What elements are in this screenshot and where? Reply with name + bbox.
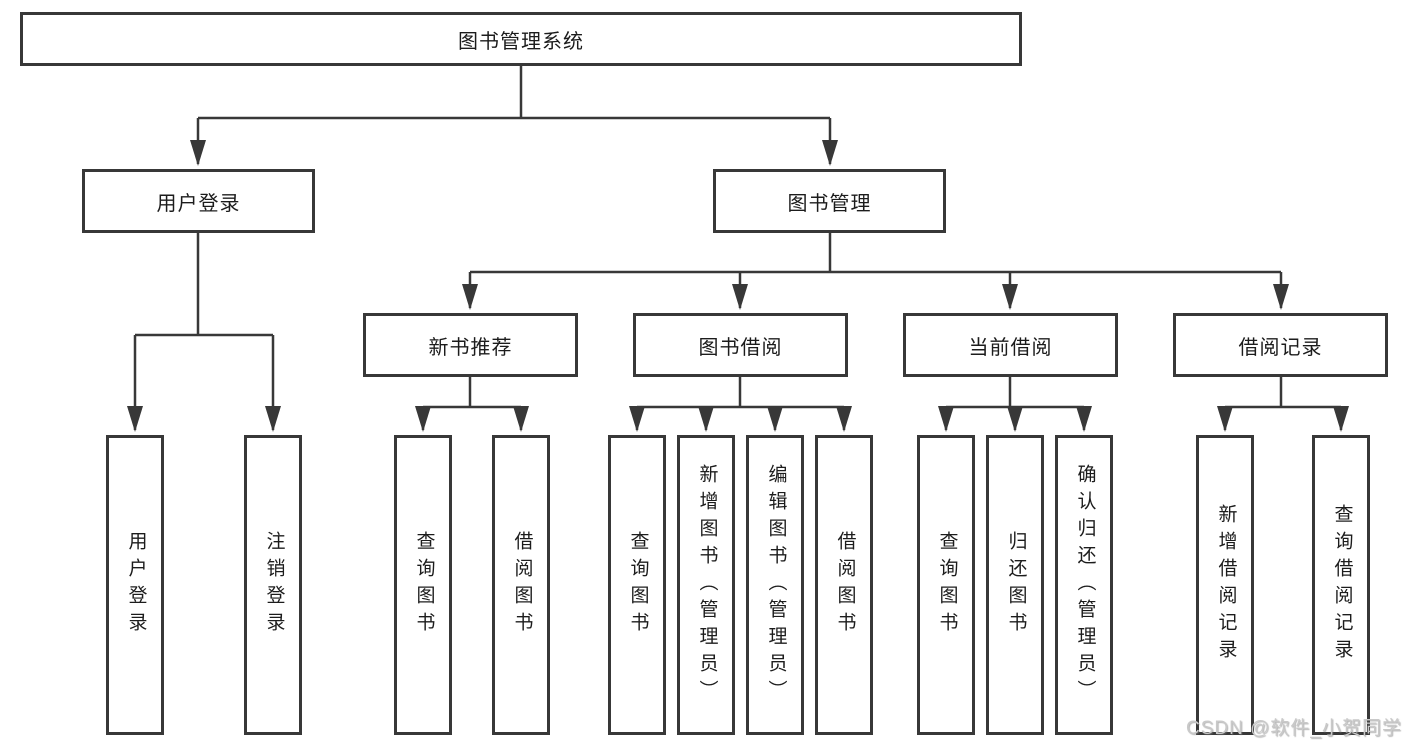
leaf-user-login: 用户登录 (106, 435, 164, 735)
leaf-borrow-borrow-book-label: 借阅图书 (834, 531, 856, 639)
node-book-borrow: 图书借阅 (633, 313, 848, 377)
leaf-current-query-book: 查询图书 (917, 435, 975, 735)
leaf-borrow-query-book-label: 查询图书 (627, 531, 649, 639)
node-book-borrow-label: 图书借阅 (698, 336, 783, 359)
leaf-record-query: 查询借阅记录 (1312, 435, 1370, 735)
leaf-recommend-query-book: 查询图书 (394, 435, 452, 735)
csdn-watermark: CSDN @软件_小贺同学 (1186, 718, 1402, 739)
node-root-label: 图书管理系统 (458, 30, 584, 53)
leaf-borrow-edit-book-label: 编辑图书（管理员） (765, 463, 787, 707)
leaf-current-query-book-label: 查询图书 (936, 531, 958, 639)
leaf-recommend-query-book-label: 查询图书 (413, 531, 435, 639)
leaf-borrow-add-book-label: 新增图书（管理员） (696, 463, 718, 707)
node-user-login-label: 用户登录 (156, 192, 241, 215)
leaf-logout-label: 注销登录 (263, 531, 285, 639)
leaf-record-query-label: 查询借阅记录 (1331, 504, 1353, 666)
node-root: 图书管理系统 (20, 12, 1022, 66)
leaf-current-confirm-return-label: 确认归还（管理员） (1074, 463, 1096, 707)
leaf-current-confirm-return: 确认归还（管理员） (1055, 435, 1113, 735)
connector-lines (127, 66, 1349, 432)
leaf-current-return-book-label: 归还图书 (1005, 531, 1027, 639)
leaf-user-login-label: 用户登录 (125, 531, 147, 639)
leaf-recommend-borrow-book: 借阅图书 (492, 435, 550, 735)
node-new-book-recommend: 新书推荐 (363, 313, 578, 377)
leaf-record-add-label: 新增借阅记录 (1215, 504, 1237, 666)
node-current-borrow: 当前借阅 (903, 313, 1118, 377)
leaf-recommend-borrow-book-label: 借阅图书 (511, 531, 533, 639)
leaf-borrow-edit-book: 编辑图书（管理员） (746, 435, 804, 735)
leaf-logout: 注销登录 (244, 435, 302, 735)
leaf-borrow-add-book: 新增图书（管理员） (677, 435, 735, 735)
node-user-login: 用户登录 (82, 169, 315, 233)
node-current-borrow-label: 当前借阅 (968, 336, 1053, 359)
node-book-management: 图书管理 (713, 169, 946, 233)
leaf-current-return-book: 归还图书 (986, 435, 1044, 735)
leaf-borrow-query-book: 查询图书 (608, 435, 666, 735)
node-new-book-recommend-label: 新书推荐 (428, 336, 513, 359)
node-borrow-record-label: 借阅记录 (1238, 336, 1323, 359)
leaf-record-add: 新增借阅记录 (1196, 435, 1254, 735)
node-borrow-record: 借阅记录 (1173, 313, 1388, 377)
node-book-management-label: 图书管理 (787, 192, 872, 215)
leaf-borrow-borrow-book: 借阅图书 (815, 435, 873, 735)
